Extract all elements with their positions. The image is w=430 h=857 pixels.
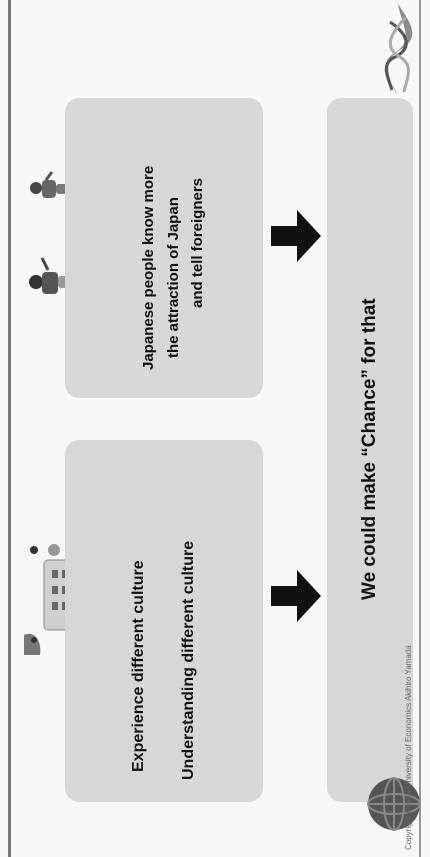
chance-text: We could make “Chance” for that	[359, 298, 381, 600]
japanese-text-line-1: Japanese people know more	[140, 166, 157, 370]
arrow-icon	[271, 206, 321, 266]
right-border-line	[419, 0, 421, 857]
left-border-line	[8, 0, 11, 857]
copyright-footer: Copyright Osaka University of Economics …	[404, 645, 413, 850]
arrow-icon	[271, 566, 321, 626]
understanding-culture-text: Understanding different culture	[180, 541, 198, 780]
japanese-text-line-2: the attraction of Japan	[165, 197, 182, 358]
box-japanese-attraction	[65, 98, 263, 398]
box-different-culture	[65, 440, 263, 802]
globe-logo-icon	[365, 775, 423, 833]
experience-culture-text: Experience different culture	[130, 560, 148, 772]
swirl-logo-icon	[370, 2, 425, 98]
japanese-text-line-3: and tell foreigners	[189, 178, 206, 308]
